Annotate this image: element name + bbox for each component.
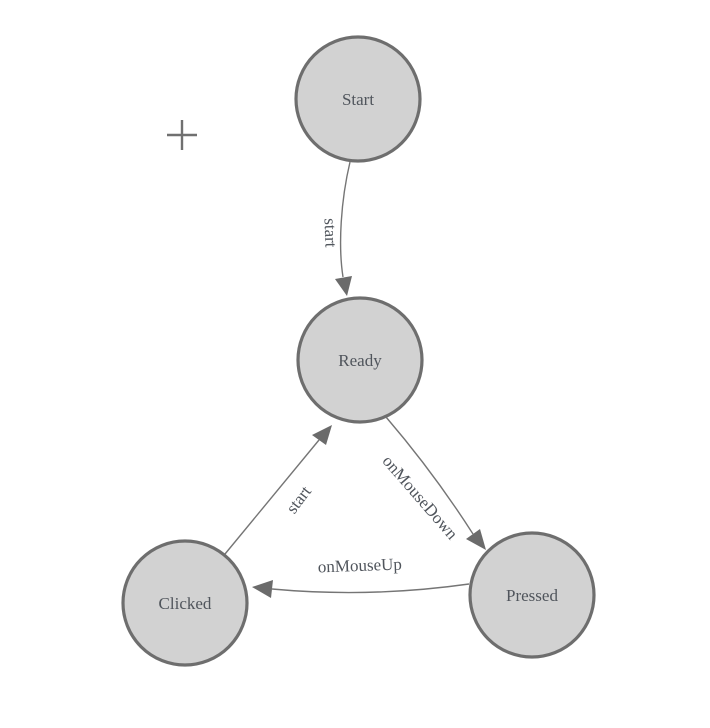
edge-pressed-to-clicked-label: onMouseUp xyxy=(317,555,402,577)
edge-pressed-to-clicked-arrowhead-icon xyxy=(252,580,273,598)
edge-ready-to-pressed[interactable]: onMouseDown xyxy=(379,416,486,550)
node-start[interactable]: Start xyxy=(294,35,422,163)
edge-ready-to-pressed-line[interactable] xyxy=(385,416,474,535)
edge-pressed-to-clicked[interactable]: onMouseUp xyxy=(252,555,470,598)
edge-clicked-to-ready-label: start xyxy=(282,482,315,517)
edge-start-to-ready-label: start xyxy=(320,218,340,248)
edge-start-to-ready-arrowhead-icon xyxy=(335,276,352,296)
edge-start-to-ready[interactable]: start xyxy=(320,161,352,296)
node-pressed-circle[interactable] xyxy=(468,531,596,659)
origin-crosshair-icon xyxy=(167,120,197,150)
node-pressed-label: Pressed xyxy=(506,586,558,605)
edge-clicked-to-ready[interactable]: start xyxy=(224,425,332,555)
node-ready-label: Ready xyxy=(338,351,382,370)
node-ready-circle[interactable] xyxy=(296,296,424,424)
node-pressed[interactable]: Pressed xyxy=(468,531,596,659)
edge-ready-to-pressed-label: onMouseDown xyxy=(379,452,462,544)
node-start-label: Start xyxy=(342,90,374,109)
edge-clicked-to-ready-line[interactable] xyxy=(224,439,320,555)
edge-start-to-ready-line[interactable] xyxy=(339,161,351,278)
node-ready[interactable]: Ready xyxy=(296,296,424,424)
edge-pressed-to-clicked-line[interactable] xyxy=(271,583,470,594)
edge-clicked-to-ready-arrowhead-icon xyxy=(312,425,332,445)
node-start-circle[interactable] xyxy=(294,35,422,163)
node-clicked[interactable]: Clicked xyxy=(121,539,249,667)
node-clicked-label: Clicked xyxy=(159,594,212,613)
node-clicked-circle[interactable] xyxy=(121,539,249,667)
edge-ready-to-pressed-arrowhead-icon xyxy=(466,529,486,550)
